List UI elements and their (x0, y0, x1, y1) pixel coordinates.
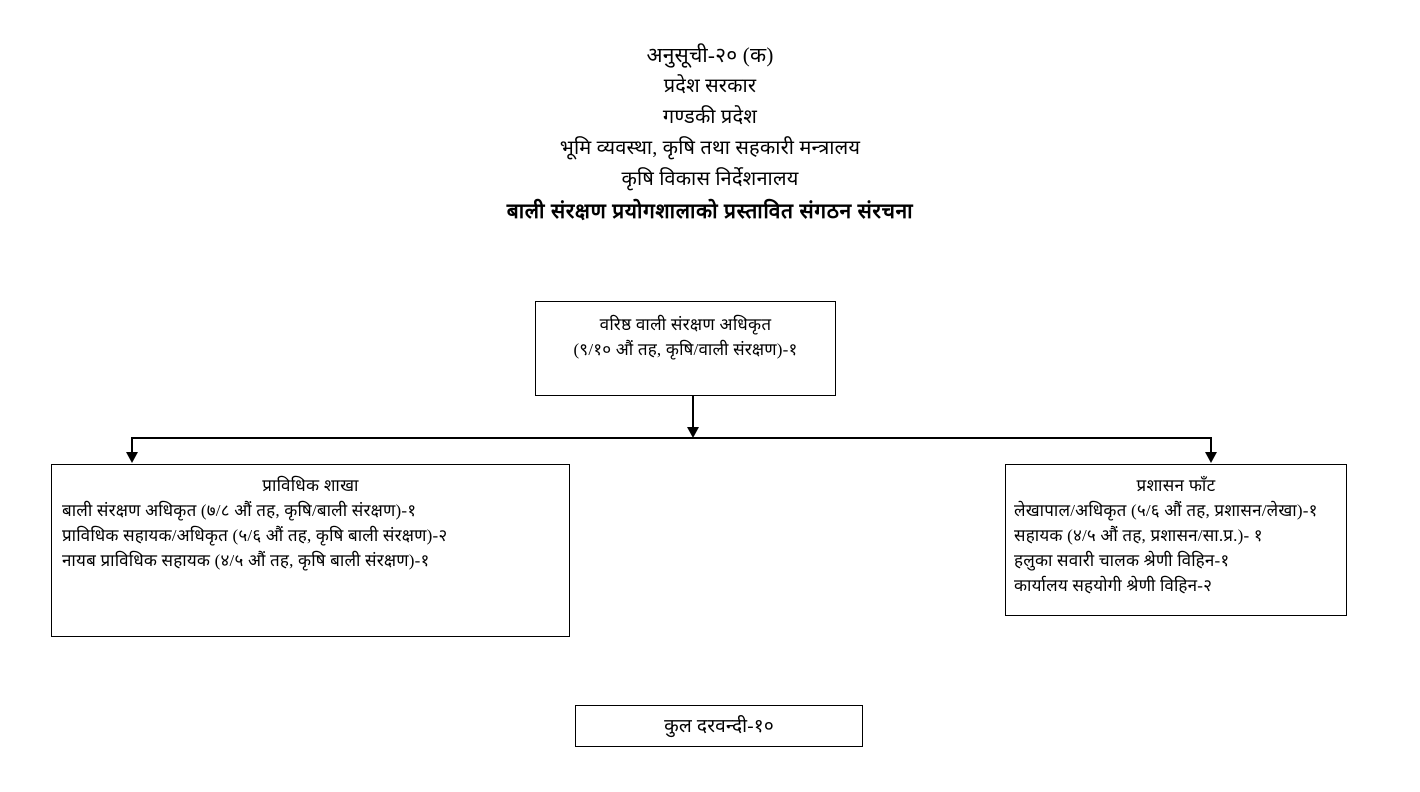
org-node-administration-title: प्रशासन फाँट (1136, 476, 1216, 495)
org-node-administration-line-1: लेखापाल/अधिकृत (५/६ औं तह, प्रशासन/लेखा)… (1014, 501, 1318, 520)
total-positions-label: कुल दरवन्दी-१० (664, 715, 774, 737)
arrowhead-down-icon-center (687, 427, 699, 438)
heading-line-ministry: भूमि व्यवस्था, कृषि तथा सहकारी मन्त्रालय (559, 137, 861, 159)
heading-line-province: गण्डकी प्रदेश (662, 106, 758, 128)
connector-horizontal-bus (131, 437, 1212, 439)
org-node-technical-line-3: नायब प्राविधिक सहायक (४/५ औं तह, कृषि बा… (62, 551, 430, 570)
connector-top-stem (692, 396, 694, 429)
org-node-administration-line-3: हलुका सवारी चालक श्रेणी विहिन-१ (1014, 551, 1230, 570)
org-node-technical-line-1: बाली संरक्षण अधिकृत (७/८ औं तह, कृषि/बाल… (62, 501, 417, 520)
org-node-administration-line-2: सहायक (४/५ औं तह, प्रशासन/सा.प्र.)- १ (1014, 526, 1263, 545)
page-title: बाली संरक्षण प्रयोगशालाको प्रस्तावित संग… (506, 199, 914, 223)
arrowhead-down-icon-right (1205, 452, 1217, 463)
document-heading: अनुसूची-२० (क) प्रदेश सरकार गण्डकी प्रदे… (0, 40, 1420, 227)
org-node-administration-line-4: कार्यालय सहयोगी श्रेणी विहिन-२ (1014, 576, 1213, 595)
total-positions-box: कुल दरवन्दी-१० (575, 705, 863, 747)
org-node-technical-section: प्राविधिक शाखा बाली संरक्षण अधिकृत (७/८ … (51, 464, 570, 637)
org-node-administration-section: प्रशासन फाँट लेखापाल/अधिकृत (५/६ औं तह, … (1005, 464, 1347, 616)
org-node-technical-title: प्राविधिक शाखा (262, 476, 359, 495)
org-node-top-line-1: (९/१० औं तह, कृषि/वाली संरक्षण)-१ (573, 340, 798, 359)
connector-right-drop (1210, 437, 1212, 453)
connector-left-drop (131, 437, 133, 453)
org-node-senior-crop-protection-officer: वरिष्ठ वाली संरक्षण अधिकृत (९/१० औं तह, … (535, 301, 836, 396)
arrowhead-down-icon-left (126, 452, 138, 463)
heading-line-government: प्रदेश सरकार (663, 75, 757, 97)
heading-line-directorate: कृषि विकास निर्देशनालय (621, 168, 799, 190)
heading-line-schedule: अनुसूची-२० (क) (646, 43, 774, 67)
org-node-top-title: वरिष्ठ वाली संरक्षण अधिकृत (599, 315, 772, 334)
org-node-technical-line-2: प्राविधिक सहायक/अधिकृत (५/६ औं तह, कृषि … (62, 526, 448, 545)
